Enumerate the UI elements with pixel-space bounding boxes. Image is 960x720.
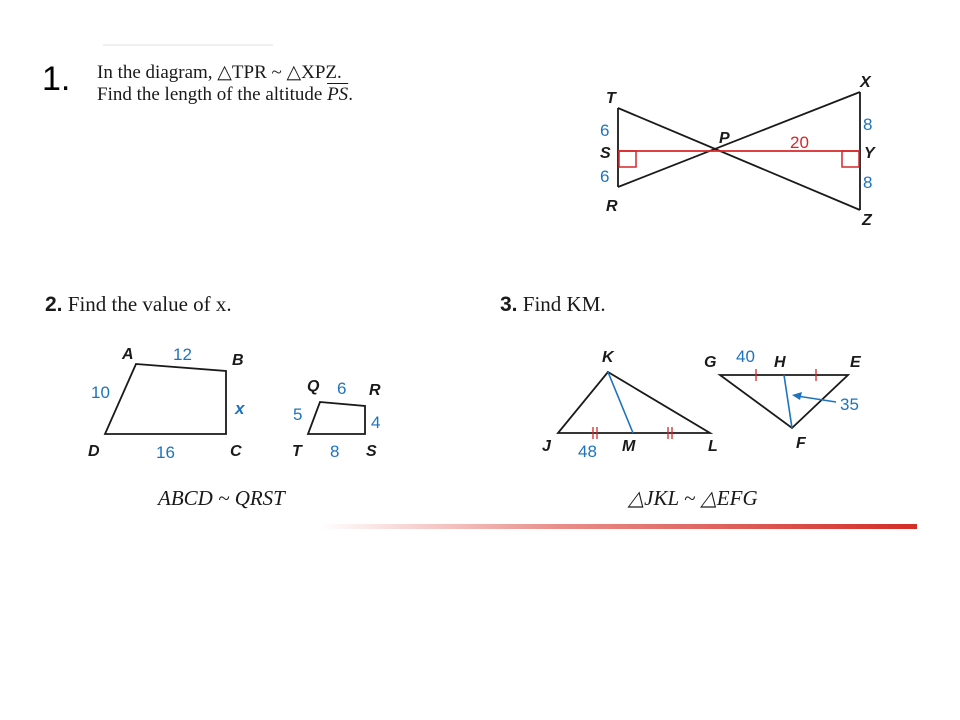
altitude-segment-label: PS [327,84,349,105]
vertex-r: R [606,198,618,215]
length-py: 20 [790,133,809,152]
faint-line [103,44,273,46]
vertex-p: P [719,130,730,147]
length-dc: 16 [156,443,175,462]
vertex-s: S [366,443,377,460]
problem-1-line1: In the diagram, △TPR ~ △XPZ. [97,62,342,83]
quad-abcd [103,363,227,435]
pointer-arrow [796,395,837,403]
length-ge: 40 [736,347,755,366]
vertex-c: C [230,443,242,460]
length-qr: 6 [337,379,346,398]
length-ts: 8 [330,442,339,461]
right-angle-mark-s [618,150,637,168]
problem-3-caption-text: △JKL ~ △EFG [628,486,758,510]
vertex-m: M [622,438,636,455]
median-fh [783,374,793,429]
red-divider [320,524,917,529]
problem-2-heading: 2. Find the value of x. [45,292,232,317]
right-angle-mark-y [841,150,860,168]
length-yz: 8 [863,173,872,192]
length-ab: 12 [173,345,192,364]
vertex-k: K [602,349,615,366]
vertex-z: Z [861,212,873,229]
line-rx [617,91,861,188]
length-ts: 6 [600,121,609,140]
triangle-jkl [556,370,714,434]
vertex-h: H [774,354,786,371]
vertex-s: S [600,145,611,162]
vertex-r: R [369,382,381,399]
length-fh: 35 [840,395,859,414]
problem-1-text: In the diagram, △TPR ~ △XPZ. Find the le… [97,62,353,106]
problem-2-number: 2. [45,293,63,316]
vertex-a: A [121,346,134,363]
vertex-l: L [708,438,718,455]
problem-3-text: Find KM. [522,292,606,316]
problem-1-line2-suffix: . [348,84,353,105]
quadrilaterals-diagram: A B C D 12 10 16 x Q R S T 6 5 4 8 [88,345,381,462]
bowtie-diagram: T S R P X Y Z 6 6 20 8 8 [600,74,876,229]
vertex-y: Y [864,145,876,162]
length-jl: 48 [578,442,597,461]
triangles-diagram: K J M L 48 G H E F 40 35 [542,347,862,461]
pointer-arrowhead [792,392,802,400]
problem-1-number: 1. [42,60,71,98]
vertex-d: D [88,443,100,460]
vertex-e: E [850,354,862,371]
problem-2-text: Find the value of x. [67,292,232,316]
problem-3-caption: △JKL ~ △EFG [628,486,758,511]
vertex-q: Q [307,378,320,395]
problem-2-caption: ABCD ~ QRST [158,486,285,510]
problem-3-number: 3. [500,293,518,316]
vertex-t: T [292,443,303,460]
line-tz [617,107,861,211]
vertex-f: F [796,435,807,452]
length-ad: 10 [91,383,110,402]
quad-qrst [306,401,366,435]
median-km [607,371,634,434]
length-sr: 6 [600,167,609,186]
vertex-x: X [859,74,872,91]
vertex-g: G [704,354,716,371]
length-rs: 4 [371,413,380,432]
length-xy: 8 [863,115,872,134]
vertex-j: J [542,438,552,455]
problem-1-line2: Find the length of the altitude PS. [97,84,353,106]
length-bc-x: x [234,399,246,418]
length-qt: 5 [293,405,302,424]
vertex-b: B [232,352,244,369]
problem-1-line2-prefix: Find the length of the altitude [97,84,328,105]
problem-3-heading: 3. Find KM. [500,292,606,317]
vertex-t: T [606,90,617,107]
